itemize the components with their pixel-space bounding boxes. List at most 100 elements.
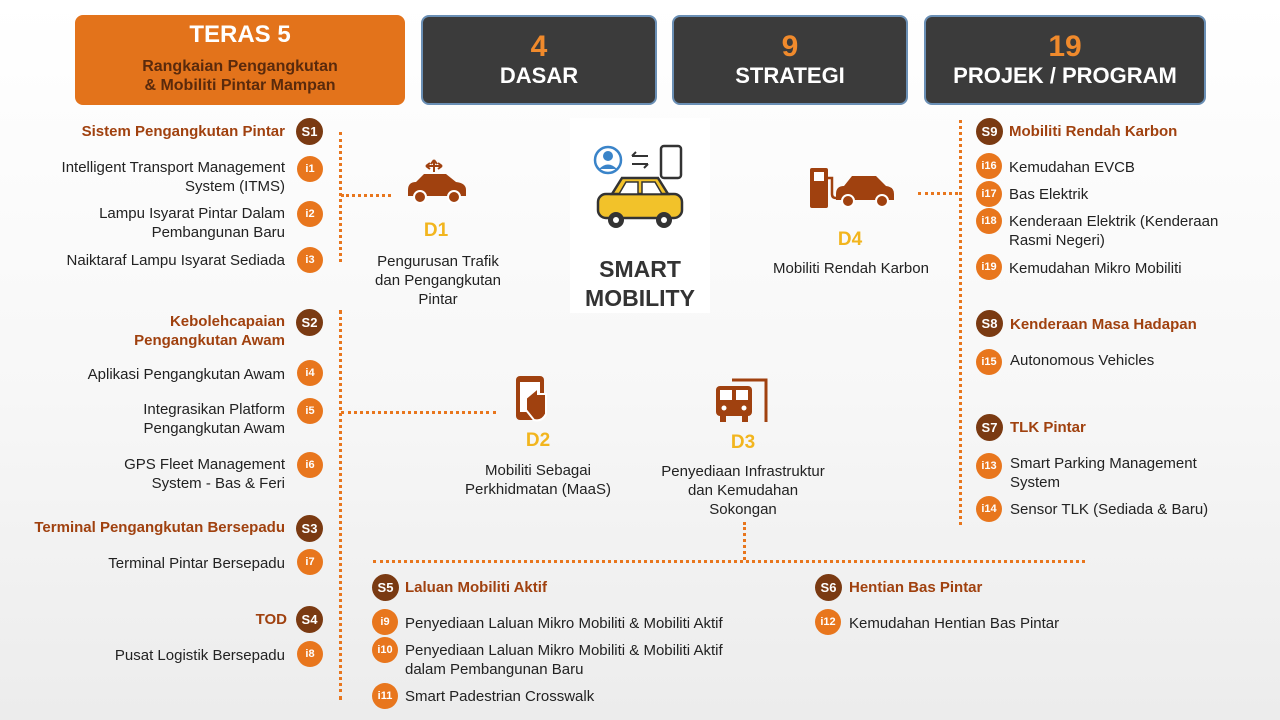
s8-badge: S8: [976, 310, 1003, 337]
i1-line2: System (ITMS): [185, 178, 285, 195]
i13-text: Smart Parking Management System: [1010, 454, 1270, 492]
strategi-count: 9: [781, 30, 799, 63]
s4-badge: S4: [296, 606, 323, 633]
s6-title: Hentian Bas Pintar: [849, 579, 983, 596]
projek-label: PROJEK / PROGRAM: [953, 63, 1177, 88]
i19-text: Kemudahan Mikro Mobiliti: [1009, 260, 1182, 277]
teras-title: TERAS 5: [189, 21, 291, 48]
teras-subtitle-1: Rangkaian Pengangkutan: [142, 58, 338, 75]
s6-badge: S6: [815, 574, 842, 601]
i9-text: Penyediaan Laluan Mikro Mobiliti & Mobil…: [405, 615, 723, 632]
i6-badge: i6: [297, 452, 323, 478]
s7-badge: S7: [976, 414, 1003, 441]
i4-text: Aplikasi Pengangkutan Awam: [87, 366, 285, 383]
i2-line2: Pembangunan Baru: [151, 224, 285, 241]
i5-badge: i5: [297, 398, 323, 424]
i12-text: Kemudahan Hentian Bas Pintar: [849, 615, 1060, 632]
i11-text: Smart Padestrian Crosswalk: [405, 688, 595, 705]
i10-badge: i10: [372, 637, 398, 663]
i16-text: Kemudahan EVCB: [1009, 159, 1135, 176]
connected-car-icon: [408, 159, 466, 204]
i8-badge: i8: [297, 641, 323, 667]
right-connector-vertical: [959, 120, 962, 525]
teras-subtitle-2: & Mobiliti Pintar Mampan: [144, 77, 336, 94]
smart-mobility-title-line2: MOBILITY: [585, 285, 695, 311]
s9-badge: S9: [976, 118, 1003, 145]
i4-badge: i4: [297, 360, 323, 386]
i17-badge: i17: [976, 181, 1002, 207]
i2-badge: i2: [297, 201, 323, 227]
i18-text: Kenderaan Elektrik (Kenderaan Rasmi Nege…: [1009, 212, 1274, 250]
smart-mobility-icon: [593, 144, 684, 228]
i8-text: Pusat Logistik Bersepadu: [114, 647, 285, 664]
d3-code: D3: [730, 432, 756, 453]
s9-title: Mobiliti Rendah Karbon: [1009, 123, 1178, 140]
i14-text: Sensor TLK (Sediada & Baru): [1010, 501, 1209, 518]
bottom-connector-horizontal: [373, 560, 1085, 563]
d3-line2: dan Kemudahan: [687, 482, 799, 499]
s4-title: TOD: [255, 611, 287, 628]
i14-badge: i14: [976, 496, 1002, 522]
d2-code: D2: [525, 430, 551, 451]
i13-line1: Smart Parking Management: [1010, 455, 1197, 472]
d4-code: D4: [837, 229, 863, 250]
i6-line2: System - Bas & Feri: [151, 475, 285, 492]
s1-connector-horizontal: [341, 194, 391, 197]
i10-line2: dalam Pembangunan Baru: [405, 661, 584, 678]
i15-text: Autonomous Vehicles: [1010, 352, 1155, 369]
s8-title: Kenderaan Masa Hadapan: [1010, 316, 1197, 333]
d2-line1: Mobiliti Sebagai: [485, 462, 591, 479]
i2-line1: Lampu Isyarat Pintar Dalam: [99, 205, 285, 222]
s2-title-line2: Pengangkutan Awam: [134, 332, 285, 349]
i5-line1: Integrasikan Platform: [143, 401, 285, 418]
i1-line1: Intelligent Transport Management: [61, 159, 285, 176]
bus-stop-icon: [716, 378, 768, 422]
i1-badge: i1: [297, 156, 323, 182]
i5-line2: Pengangkutan Awam: [143, 420, 286, 437]
s1-title: Sistem Pengangkutan Pintar: [81, 123, 285, 140]
smart-mobility-title-line1: SMART: [599, 256, 681, 282]
i2-text: Lampu Isyarat Pintar Dalam Pembangunan B…: [0, 204, 285, 242]
d3-text: Penyediaan Infrastruktur dan Kemudahan S…: [638, 462, 848, 519]
s2-title-line1: Kebolehcapaian: [169, 313, 285, 330]
i3-text: Naiktaraf Lampu Isyarat Sediada: [66, 252, 285, 269]
i13-line2: System: [1010, 474, 1061, 491]
i13-badge: i13: [976, 453, 1002, 479]
s5-badge: S5: [372, 574, 399, 601]
d2-text: Mobiliti Sebagai Perkhidmatan (MaaS): [440, 461, 636, 499]
i6-line1: GPS Fleet Management: [124, 456, 285, 473]
s3-title: Terminal Pengangkutan Bersepadu: [34, 519, 285, 536]
d1-line2: dan Pengangkutan: [375, 272, 501, 289]
s5-title: Laluan Mobiliti Aktif: [405, 579, 547, 596]
d4-connector-horizontal: [918, 192, 958, 195]
i15-badge: i15: [976, 349, 1002, 375]
ev-charging-car-icon: [810, 168, 894, 208]
d3-line3: Sokongan: [709, 501, 777, 518]
s3-badge: S3: [296, 515, 323, 542]
smart-mobility-title: SMART MOBILITY: [570, 255, 710, 313]
s1-connector-vertical: [339, 132, 342, 262]
i7-badge: i7: [297, 549, 323, 575]
projek-count: 19: [1048, 30, 1082, 63]
s2-connector-horizontal: [341, 411, 496, 414]
i10-line1: Penyediaan Laluan Mikro Mobiliti & Mobil…: [405, 642, 723, 659]
i3-badge: i3: [297, 247, 323, 273]
d3-connector-vertical: [743, 522, 746, 560]
i12-badge: i12: [815, 609, 841, 635]
projek-count-box: 19 PROJEK / PROGRAM: [924, 15, 1206, 105]
s2-title: Kebolehcapaian Pengangkutan Awam: [5, 312, 285, 350]
teras-header: TERAS 5 Rangkaian Pengangkutan & Mobilit…: [75, 15, 405, 105]
i10-text: Penyediaan Laluan Mikro Mobiliti & Mobil…: [405, 641, 805, 679]
d1-code: D1: [423, 220, 449, 241]
i18-badge: i18: [976, 208, 1002, 234]
strategi-label: STRATEGI: [735, 63, 845, 88]
i18-line2: Rasmi Negeri): [1009, 232, 1105, 249]
i16-badge: i16: [976, 153, 1002, 179]
i17-text: Bas Elektrik: [1009, 186, 1089, 203]
i1-text: Intelligent Transport Management System …: [0, 158, 285, 196]
i6-text: GPS Fleet Management System - Bas & Feri: [0, 455, 285, 493]
i11-badge: i11: [372, 683, 398, 709]
dasar-label: DASAR: [499, 63, 579, 88]
strategi-count-box: 9 STRATEGI: [672, 15, 908, 105]
s2-connector-vertical: [339, 310, 342, 700]
